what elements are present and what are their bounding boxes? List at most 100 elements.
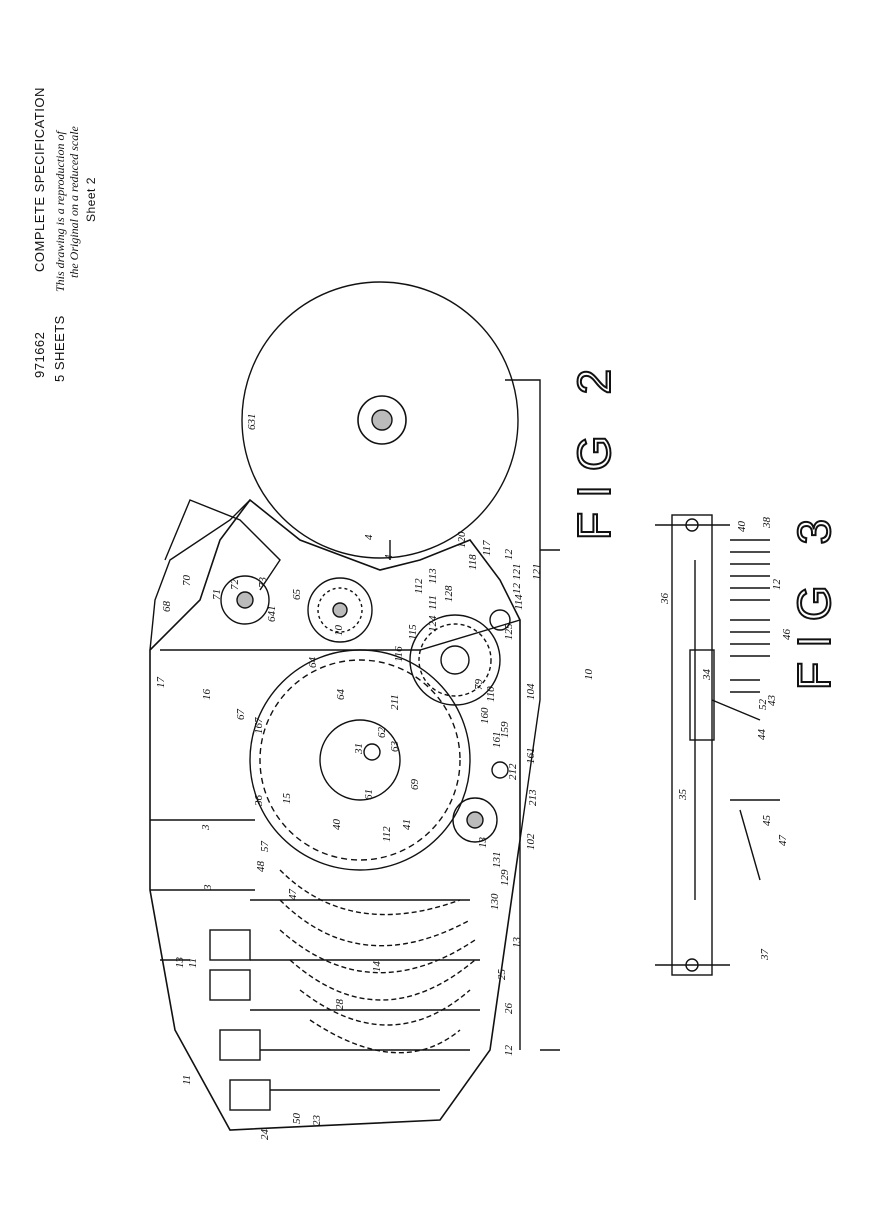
label: 48 [255, 861, 267, 873]
label: 13 [477, 837, 489, 849]
label: 118 [467, 554, 479, 570]
label: 52 [757, 699, 769, 711]
label: 40 [736, 521, 748, 533]
label: 110 [485, 686, 497, 702]
label: 112 [413, 578, 425, 594]
label: 114 [513, 594, 525, 610]
label: 125 [503, 623, 515, 640]
label: 3 [202, 884, 214, 891]
label: 37 [759, 949, 771, 962]
label: 111 [427, 595, 439, 610]
label: 41 [401, 819, 413, 830]
label: 73 [257, 577, 269, 589]
key-stems [209, 899, 480, 1111]
label: 12 [503, 549, 515, 561]
label: 10 [583, 669, 595, 681]
label: 120 [456, 531, 468, 548]
label: 115 [407, 624, 419, 640]
label: 116 [393, 646, 405, 662]
label: 3 [200, 824, 212, 831]
label: 16 [201, 689, 213, 701]
label: 50 [291, 1113, 303, 1125]
label: 67 [235, 709, 247, 721]
label: 70 [181, 575, 193, 587]
label: 129 [499, 869, 511, 886]
label: 4 [383, 554, 395, 560]
label: 25 [496, 969, 508, 981]
label: 24 [259, 1129, 271, 1141]
label: 71 [211, 589, 223, 600]
label: 12 [771, 579, 783, 591]
label: 64 [335, 689, 347, 701]
label: 13 [174, 957, 186, 969]
label: 65 [291, 589, 303, 601]
label: 12 [511, 583, 523, 595]
label: 211 [389, 694, 401, 710]
label: 23 [311, 1115, 323, 1127]
label: 11 [187, 958, 199, 968]
label: 121 [511, 564, 523, 581]
label: 128 [443, 585, 455, 602]
label: 69 [409, 779, 421, 791]
label: 68 [161, 601, 173, 613]
label: 11 [181, 1075, 193, 1085]
label: 63 [389, 741, 401, 753]
label: 160 [479, 707, 491, 724]
label: 17 [155, 677, 167, 689]
label: 102 [525, 833, 537, 850]
label: 43 [766, 695, 778, 707]
label: 44 [756, 729, 768, 741]
label: 79 [473, 679, 485, 691]
label: 62 [376, 727, 388, 739]
fig3-title: FIG 3 [788, 505, 840, 690]
label: 631 [246, 414, 258, 431]
small-gear [409, 614, 501, 706]
label: 130 [489, 893, 501, 910]
drum-disc [241, 281, 519, 559]
label: 31 [353, 743, 365, 755]
label: 40 [331, 819, 343, 831]
label: 13 [511, 937, 523, 949]
fig3-contacts [730, 539, 770, 693]
label: 45 [761, 815, 773, 827]
label: 10 [333, 625, 345, 637]
fig3-drawing [655, 514, 780, 976]
label: 113 [427, 568, 439, 584]
label: 47 [777, 835, 789, 847]
label: 4 [363, 534, 375, 540]
fig3-labels: 36 40 38 12 46 34 35 44 52 43 45 47 37 [659, 517, 793, 962]
label: 167 [253, 717, 265, 734]
label: 212 [507, 763, 519, 780]
label: 159 [499, 721, 511, 738]
label: 124 [427, 615, 439, 632]
label: 641 [266, 606, 278, 623]
label: 38 [761, 517, 773, 530]
type-bars [279, 869, 476, 1054]
label: 57 [259, 841, 271, 853]
label: 64 [307, 657, 319, 669]
main-gear [249, 649, 471, 871]
label: 35 [677, 789, 689, 802]
label: 131 [491, 852, 503, 869]
label: 46 [781, 629, 793, 641]
label: 61 [363, 789, 375, 800]
label: 26 [503, 1003, 515, 1015]
label: 34 [701, 669, 713, 682]
label: 36 [659, 593, 671, 606]
label: 12 [503, 1045, 515, 1057]
fig2-title: FIG 2 [568, 355, 620, 540]
label: 47 [287, 889, 299, 901]
label: 28 [334, 999, 346, 1011]
label: 72 [229, 579, 241, 591]
label: 112 [381, 826, 393, 842]
label: 117 [481, 540, 493, 556]
label: 104 [525, 683, 537, 700]
fig2-labels: 631 65 64 641 73 72 71 70 68 17 16 67 16… [155, 414, 595, 1141]
label: 161 [525, 748, 537, 765]
label: 36 [253, 795, 265, 808]
label: 15 [281, 793, 293, 805]
label: 213 [527, 789, 539, 806]
roller [307, 577, 373, 643]
label: 161 [491, 732, 503, 749]
